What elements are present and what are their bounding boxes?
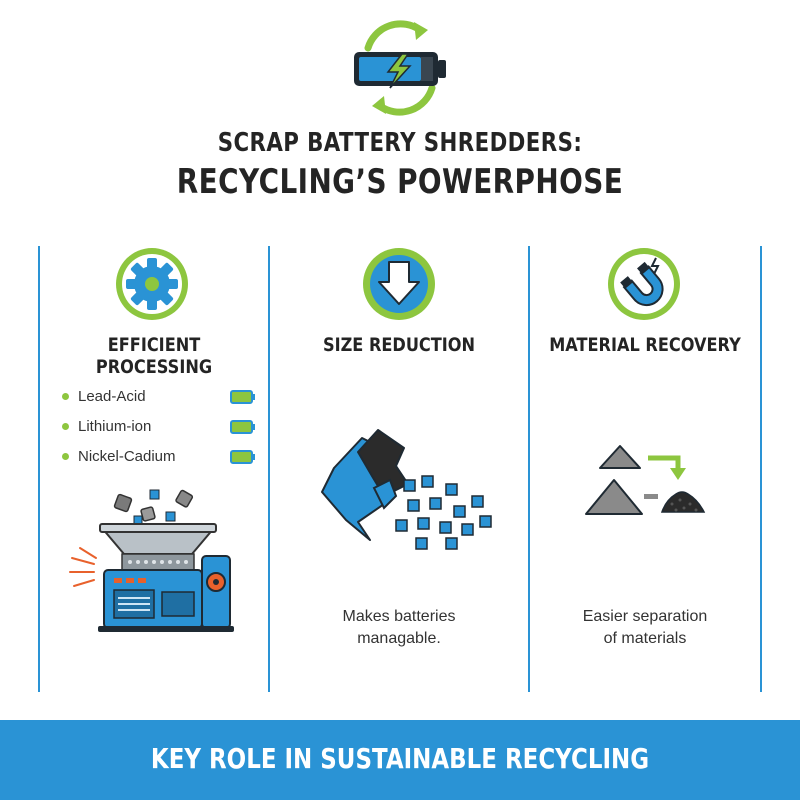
footer-banner: KEY ROLE IN SUSTAINABLE RECYCLING (0, 720, 800, 800)
heading-efficient-processing: EFFICIENT PROCESSING (95, 334, 213, 378)
bullet-dot (62, 392, 69, 400)
page-title-line-2: RECYCLING’S POWERPHOSE (176, 162, 624, 202)
battery-icon (230, 390, 255, 404)
material-piles-icon (585, 445, 706, 515)
caption-material-recovery: Easier separation of materials (530, 606, 760, 650)
battery-icon (230, 450, 255, 464)
column-divider (528, 246, 530, 692)
bullet-label: Lead-Acid (78, 388, 146, 405)
caption-line: Easier separation (582, 608, 708, 625)
list-item: Lead-Acid (62, 388, 146, 405)
caption-line: managable. (357, 630, 441, 647)
caption-line: Makes batteries (342, 608, 456, 625)
heading-material-recovery: MATERIAL RECOVERY (549, 334, 741, 356)
list-item: Lithium-ion (62, 418, 151, 435)
down-arrow-icon (363, 248, 435, 320)
footer-text: KEY ROLE IN SUSTAINABLE RECYCLING (150, 742, 650, 775)
caption-size-reduction: Makes batteries managable. (284, 606, 514, 650)
column-divider (268, 246, 270, 692)
gear-icon (116, 248, 188, 320)
battery-recycle-icon (354, 20, 446, 116)
shredder-machine-icon (69, 489, 234, 632)
column-divider (760, 246, 762, 692)
fragmenting-battery-icon (321, 429, 492, 550)
battery-icon (230, 420, 255, 434)
heading-size-reduction: SIZE REDUCTION (322, 334, 476, 356)
page-title-line-1: SCRAP BATTERY SHREDDERS: (217, 128, 583, 158)
column-divider (38, 246, 40, 692)
bullet-label: Nickel-Cadium (78, 448, 176, 465)
bullet-label: Lithium-ion (78, 418, 152, 435)
magnet-icon (608, 248, 680, 320)
list-item: Nickel-Cadium (62, 448, 176, 465)
bullet-dot (62, 452, 69, 460)
bullet-dot (62, 422, 69, 430)
caption-line: of materials (603, 630, 687, 647)
